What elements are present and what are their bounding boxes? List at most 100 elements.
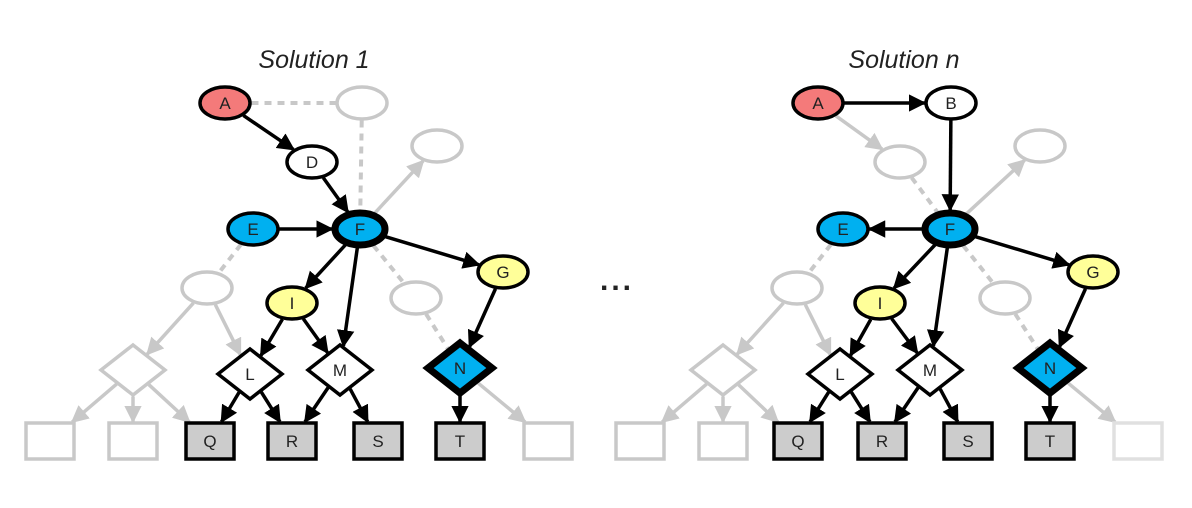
edge-g4-N (1013, 312, 1040, 350)
edge-M-S (348, 388, 370, 424)
edge-L-Q (220, 391, 241, 424)
diamond-shape (1012, 338, 1088, 398)
edge-g1-F (358, 120, 364, 211)
node-T: T (434, 421, 486, 461)
box-shape (697, 421, 749, 461)
node-Q: Q (772, 421, 824, 461)
edge-G-N (467, 288, 498, 349)
edge-E-g3 (217, 243, 243, 274)
edge-g3-L (803, 303, 832, 357)
box-shape (107, 421, 159, 461)
ghost-node (24, 421, 76, 461)
node-label: T (455, 432, 465, 451)
ellipse-shape (921, 209, 979, 249)
ellipse-shape (816, 211, 870, 247)
edge-F-g2 (965, 158, 1026, 216)
node-N: N (1012, 338, 1088, 398)
node-label: D (306, 153, 318, 172)
edge-g4-N (424, 313, 450, 350)
edge-I-M (890, 317, 919, 355)
edge-g3-gd (145, 301, 195, 356)
ghost-node (98, 342, 168, 398)
edge-M-R (303, 386, 330, 424)
ghost-node (522, 421, 574, 461)
node-L: L (215, 346, 285, 402)
edge-gd-b1 (70, 382, 118, 424)
ellipse-shape (476, 254, 530, 290)
ellipse-shape (389, 280, 443, 316)
edge-N-b3 (1066, 381, 1117, 424)
box-shape (1112, 421, 1164, 461)
node-A: A (198, 85, 252, 121)
node-label: I (878, 294, 883, 313)
box-shape (522, 421, 574, 461)
ellipse-shape (853, 285, 907, 321)
node-label: M (923, 361, 937, 380)
node-label: R (286, 432, 298, 451)
edge-F-g4 (371, 244, 406, 284)
edge-B-F (941, 120, 960, 212)
edge-G-N (1057, 288, 1088, 349)
node-label: L (835, 365, 844, 384)
box-shape (352, 421, 404, 461)
edge-F-g4 (961, 244, 995, 284)
box-shape (1024, 421, 1076, 461)
box-shape (772, 421, 824, 461)
edge-I-M (301, 317, 330, 355)
node-F: F (921, 209, 979, 249)
box-shape (184, 421, 236, 461)
edge-A-g1 (834, 114, 884, 151)
edge-F-G (974, 234, 1071, 269)
ghost-node (688, 342, 758, 398)
node-B: B (924, 85, 978, 121)
node-T: T (1024, 421, 1076, 461)
box-shape (434, 421, 486, 461)
box-shape (614, 421, 666, 461)
node-label: E (837, 220, 848, 239)
ghost-node (410, 128, 464, 164)
edge-g3-L (213, 303, 242, 357)
node-E: E (226, 211, 280, 247)
edge-A-D (242, 114, 296, 151)
box-shape (266, 421, 318, 461)
node-F: F (331, 209, 389, 249)
edge-I-L (848, 318, 873, 357)
solution-n-title: Solution n (848, 46, 959, 74)
node-G: G (476, 254, 530, 290)
ellipse-shape (285, 144, 339, 180)
diamond-shape (895, 342, 965, 398)
edge-L-R (259, 391, 282, 424)
node-label: A (812, 94, 824, 113)
ghost-node (180, 270, 234, 306)
edge-gd-Q (737, 383, 780, 424)
edge-g1-F (910, 176, 940, 214)
ellipse-shape (180, 270, 234, 306)
node-label: N (1044, 359, 1056, 378)
ellipse-shape (770, 270, 824, 306)
edge-I-L (259, 318, 284, 358)
node-label: B (945, 94, 956, 113)
box-shape (24, 421, 76, 461)
ellipse-shape (791, 85, 845, 121)
edge-D-F (321, 176, 350, 214)
edge-gd-Q (147, 383, 191, 424)
ellipse-shape (331, 209, 389, 249)
edge-M-R (893, 386, 920, 424)
node-label: M (333, 361, 347, 380)
ghost-node (873, 144, 927, 180)
node-M: M (895, 342, 965, 398)
node-L: L (805, 346, 875, 402)
ghost-node (770, 270, 824, 306)
ellipse-shape (198, 85, 252, 121)
edge-L-R (849, 391, 872, 424)
ghost-node (1013, 128, 1067, 164)
edge-g3-gd (735, 301, 785, 356)
ellipse-shape (335, 85, 389, 121)
edge-N-b3 (476, 381, 527, 424)
ellipsis: ... (600, 264, 634, 297)
diamond-shape (805, 346, 875, 402)
node-Q: Q (184, 421, 236, 461)
diamond-shape (305, 342, 375, 398)
